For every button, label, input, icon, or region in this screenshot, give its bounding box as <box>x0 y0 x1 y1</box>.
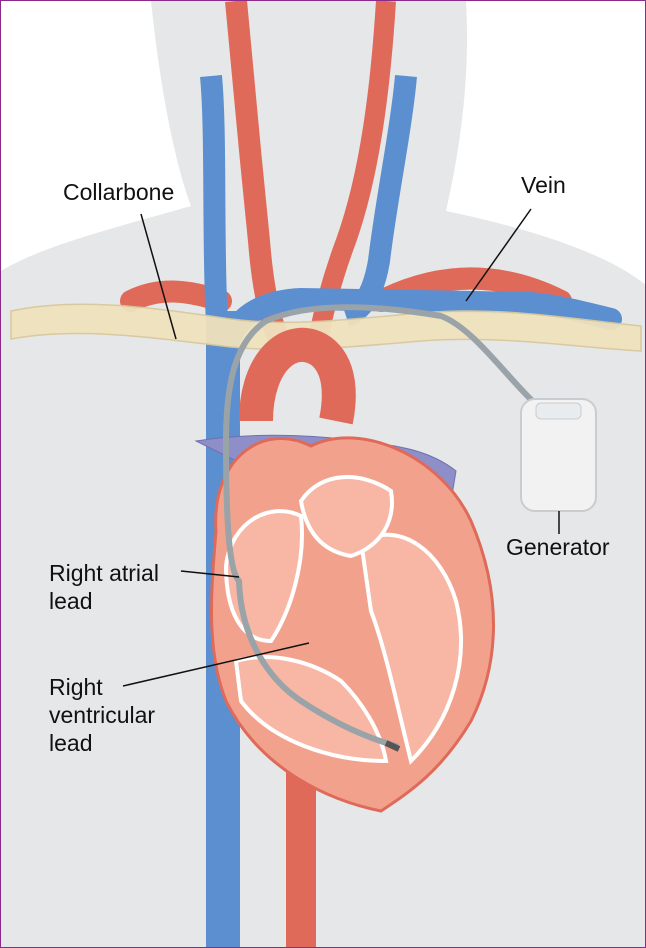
label-right-ventricular-lead: Right ventricular lead <box>49 673 155 757</box>
generator-text: Generator <box>506 533 610 561</box>
generator-header <box>536 403 581 419</box>
vein-text: Vein <box>521 171 566 199</box>
right-ventricular-lead-line-3: lead <box>49 729 155 757</box>
collarbone-text: Collarbone <box>63 178 174 206</box>
label-generator: Generator <box>506 533 610 561</box>
right-ventricular-lead-line-1: Right <box>49 673 155 701</box>
label-vein: Vein <box>521 171 566 199</box>
right-atrial-lead-line-1: Right atrial <box>49 559 159 587</box>
label-collarbone: Collarbone <box>63 178 174 206</box>
right-ventricular-lead-line-2: ventricular <box>49 701 155 729</box>
right-atrial-lead-line-2: lead <box>49 587 159 615</box>
label-right-atrial-lead: Right atrial lead <box>49 559 159 615</box>
